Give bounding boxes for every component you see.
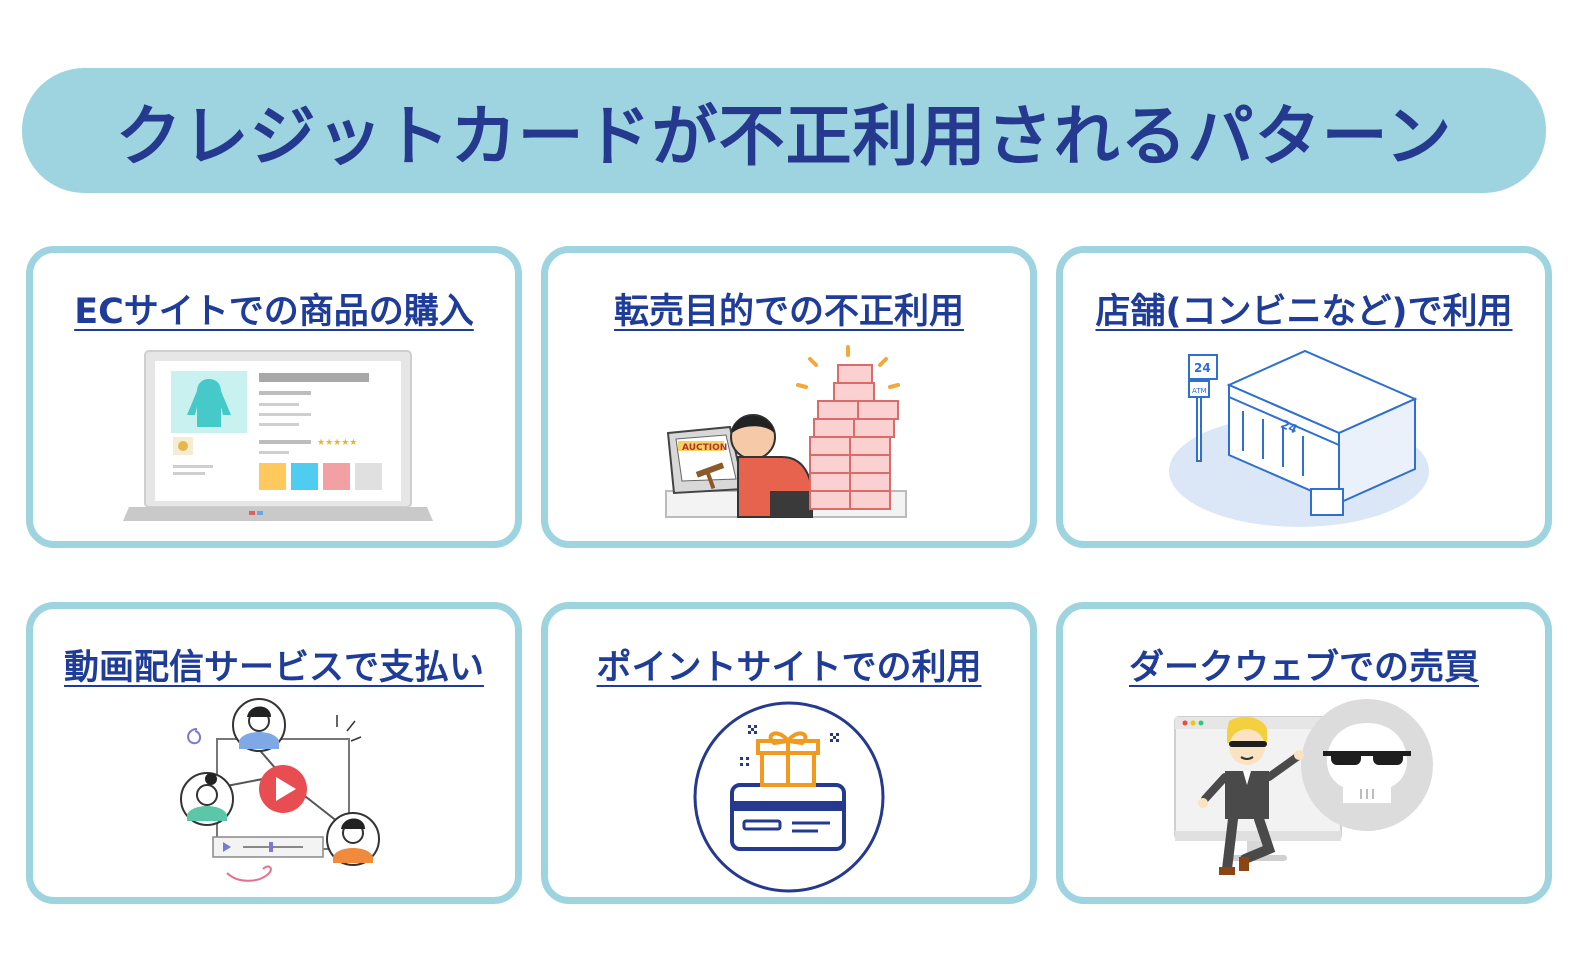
card-title-link[interactable]: 動画配信サービスで支払い xyxy=(63,648,484,688)
laptop-shopping-icon: ★★★★★ xyxy=(33,341,515,537)
card-video-streaming[interactable]: 動画配信サービスで支払い xyxy=(26,602,522,904)
card-dark-web[interactable]: ダークウェブでの売買 xyxy=(1056,602,1552,904)
card-point-site[interactable]: ポイントサイトでの利用 xyxy=(541,602,1037,904)
video-streaming-icon xyxy=(33,697,515,893)
card-ec-purchase[interactable]: ECサイトでの商品の購入 ★★★★★ xyxy=(26,246,522,548)
page-banner: クレジットカードが不正利用されるパターン xyxy=(22,68,1546,193)
card-title-link[interactable]: ダークウェブでの売買 xyxy=(1128,648,1479,688)
atm-sign-label: ATM xyxy=(1192,387,1207,395)
page-title: クレジットカードが不正利用されるパターン xyxy=(115,97,1453,175)
store-24-label: 24 xyxy=(1194,361,1211,375)
card-title-link[interactable]: ポイントサイトでの利用 xyxy=(596,648,982,688)
storefront-24-label: 24 xyxy=(1278,417,1299,437)
card-resale-fraud[interactable]: 転売目的での不正利用 AUCTION xyxy=(541,246,1037,548)
card-store-use[interactable]: 店舗(コンビニなど)で利用 24 ATM 24 xyxy=(1056,246,1552,548)
svg-text:★★★★★: ★★★★★ xyxy=(317,438,357,448)
convenience-store-icon: 24 ATM 24 xyxy=(1063,341,1545,537)
card-title-link[interactable]: 転売目的での不正利用 xyxy=(613,292,964,332)
card-title-link[interactable]: ECサイトでの商品の購入 xyxy=(74,292,474,332)
dark-web-icon xyxy=(1063,697,1545,893)
gift-card-icon xyxy=(548,697,1030,893)
card-title-link[interactable]: 店舗(コンビニなど)で利用 xyxy=(1095,292,1513,332)
auction-label: AUCTION xyxy=(682,443,727,453)
auction-resale-icon: AUCTION xyxy=(548,341,1030,537)
